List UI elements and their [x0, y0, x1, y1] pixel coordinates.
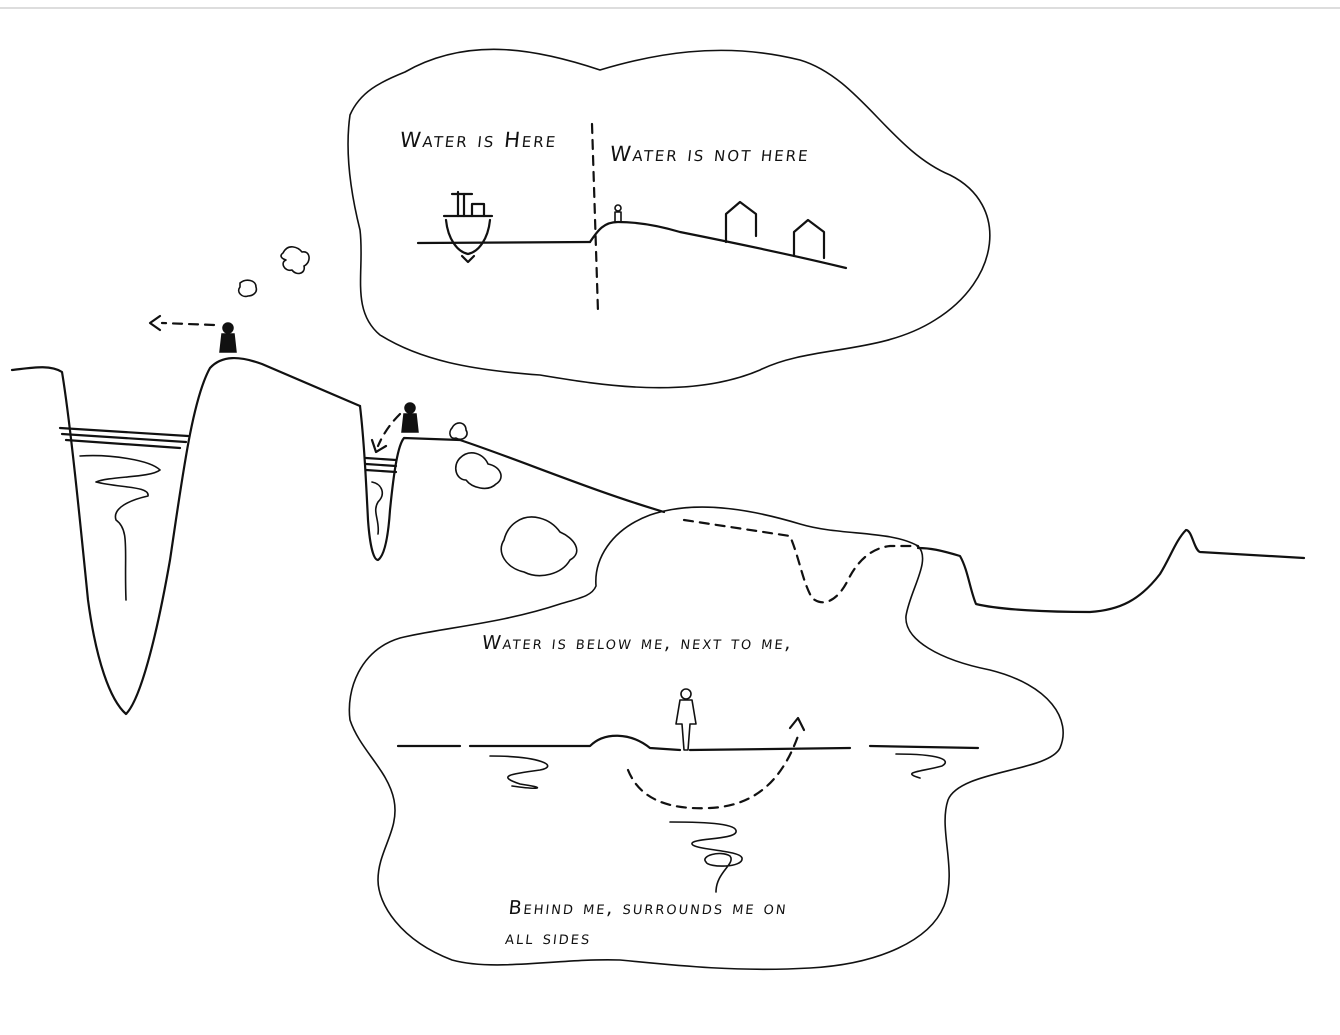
label-water-is-not-here: Water is not here [608, 142, 812, 166]
narrow-canyon-water [364, 456, 398, 535]
arrow-head-left [148, 314, 162, 332]
house-icon-1 [724, 200, 758, 244]
swirl-center [669, 821, 743, 893]
label-behind-me: Behind me, surrounds me on all sides [504, 893, 789, 953]
puff-large [500, 516, 578, 577]
slope-middle [358, 404, 666, 562]
swirl-left [489, 755, 549, 789]
label-water-is-here: Water is Here [398, 128, 559, 152]
label-behind-line-2: all sides [504, 927, 593, 949]
land-profile [588, 220, 848, 270]
water-surface-bottom [396, 734, 980, 752]
standing-person-icon [675, 688, 697, 751]
person-jumping-icon [401, 402, 419, 433]
arrow-head-down [370, 438, 388, 454]
dashed-arc [626, 734, 800, 810]
top-thought-bubble [347, 48, 991, 389]
ground-right [916, 528, 1306, 614]
dashed-divider [590, 122, 600, 314]
house-icon-2 [792, 218, 826, 260]
thought-puff-large [280, 246, 310, 275]
dashed-arrow-down [376, 412, 402, 448]
bottom-thought-bubble [348, 506, 1064, 971]
thought-puff-small [237, 279, 258, 298]
swirl-right [895, 753, 947, 779]
puff-medium [454, 452, 502, 490]
dashed-arrow-left [160, 321, 216, 327]
tiny-person-icon [614, 204, 622, 223]
person-on-peak-icon [219, 322, 237, 353]
arc-arrow-head [788, 716, 806, 732]
boat-icon [442, 190, 494, 264]
puff-near-person [449, 422, 468, 441]
label-water-is-below: Water is below me, next to me, [480, 632, 795, 654]
dashed-hidden-terrain [682, 518, 920, 604]
water-surface-line [416, 240, 592, 245]
ground-left [10, 357, 362, 716]
label-behind-line-1: Behind me, surrounds me on [507, 897, 789, 919]
canyon-water-waves [58, 426, 190, 601]
